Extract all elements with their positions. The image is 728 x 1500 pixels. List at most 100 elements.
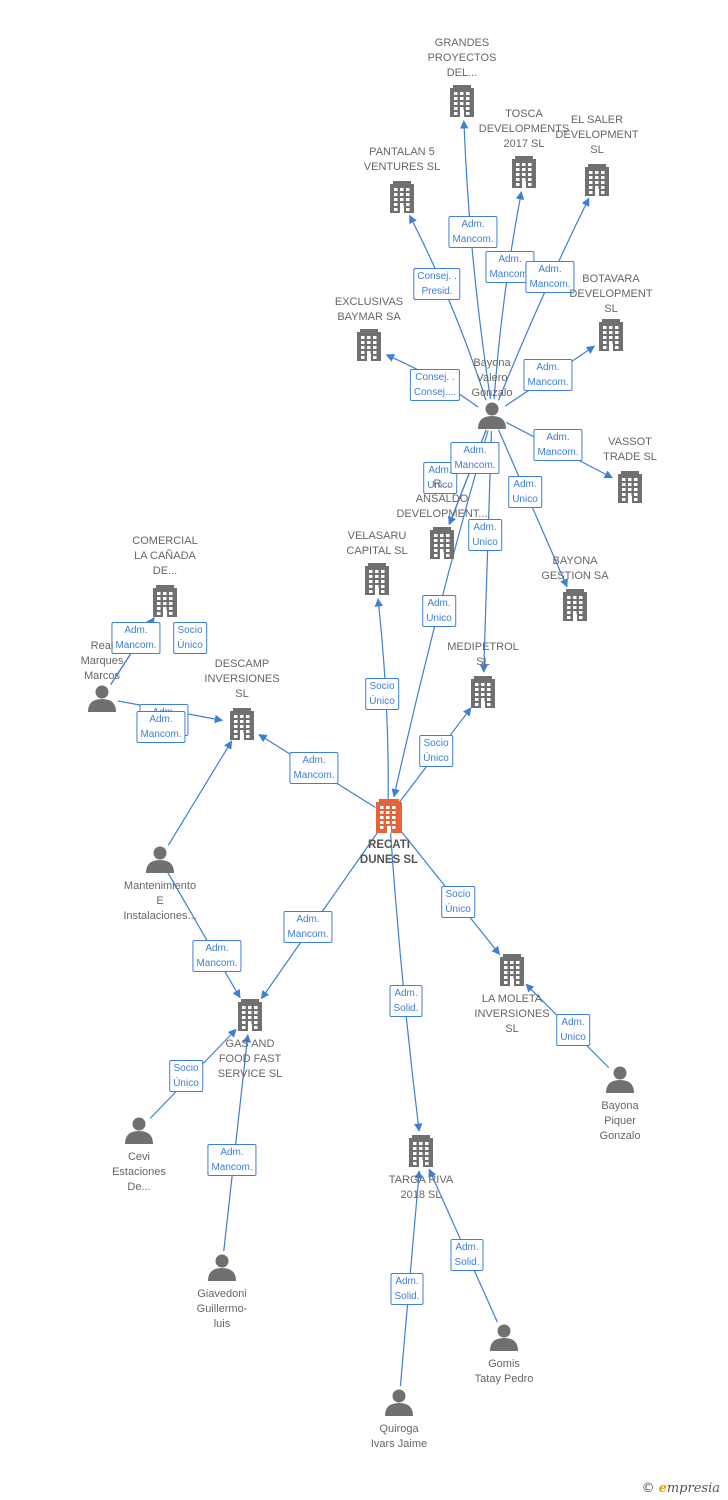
- person-icon-quiroga[interactable]: [385, 1389, 413, 1417]
- edge-role-label[interactable]: Adm.Unico: [468, 519, 502, 551]
- node-label-line: EL SALER: [570, 114, 624, 126]
- edge-role-label[interactable]: Adm.Unico: [556, 1014, 590, 1046]
- edge-role-text: Mancom.: [287, 929, 329, 940]
- edge-role-label[interactable]: Adm.Mancom.: [448, 216, 498, 248]
- node-label-line: PANTALAN 5: [369, 146, 435, 158]
- building-icon-medipetrol[interactable]: [471, 676, 495, 708]
- person-icon-mantenimiento[interactable]: [146, 846, 174, 874]
- node-label-line: TOSCA: [505, 108, 543, 120]
- node-label-line: Piquer: [604, 1115, 636, 1127]
- building-icon-bayona-gestion[interactable]: [563, 589, 587, 621]
- edge-role-label[interactable]: Adm.Mancom.: [523, 359, 573, 391]
- node-label-line: DE...: [152, 565, 178, 577]
- building-icon-la-moleta[interactable]: [500, 954, 524, 986]
- building-icon-gas-food[interactable]: [238, 999, 262, 1031]
- building-icon-elsaler[interactable]: [585, 164, 609, 196]
- edge-role-text: Socio: [173, 1063, 199, 1074]
- edge-role-text: Mancom.: [529, 279, 571, 290]
- building-icon-comercial[interactable]: [153, 585, 177, 617]
- person-icon-bayona-valero[interactable]: [478, 402, 506, 430]
- person-icon-real-marques[interactable]: [88, 685, 116, 713]
- brand-watermark[interactable]: ©empresia: [642, 1481, 720, 1496]
- edge-role-label[interactable]: Adm.Solid.: [390, 1273, 424, 1305]
- building-icon-targa[interactable]: [409, 1135, 433, 1167]
- edge-role-label[interactable]: Adm.Mancom.: [450, 442, 500, 474]
- edge-role-text: Adm.: [149, 714, 173, 725]
- node-label-line: luis: [213, 1318, 231, 1330]
- edge-role-label[interactable]: Adm.Mancom.: [111, 622, 161, 654]
- building-icon-pantalan[interactable]: [390, 181, 414, 213]
- edge-role-text: Solid.: [454, 1257, 480, 1268]
- edge-role-label[interactable]: Adm.Solid.: [389, 985, 423, 1017]
- edge-bayona-valero-to-grandes: [459, 120, 492, 400]
- person-icon-gomis[interactable]: [490, 1324, 518, 1352]
- edge-role-text: Adm.: [205, 943, 229, 954]
- node-label-line: TARGA RIVA: [388, 1174, 454, 1186]
- edge-role-label[interactable]: Adm.Mancom.: [283, 911, 333, 943]
- person-icon-bayona-piquer[interactable]: [606, 1066, 634, 1094]
- node-label-line: GAS AND: [225, 1038, 275, 1050]
- edge-role-text: Adm.: [463, 445, 487, 456]
- building-icon-botavara[interactable]: [599, 319, 623, 351]
- node-label-line: COMERCIAL: [132, 535, 198, 547]
- building-icon-ansaldo[interactable]: [430, 527, 454, 559]
- building-icon-velasaru[interactable]: [365, 563, 389, 595]
- building-icon-exclusivas[interactable]: [357, 329, 381, 361]
- building-icon-vassot[interactable]: [618, 471, 642, 503]
- edge-role-label[interactable]: Consej. .Presid.: [413, 268, 461, 300]
- edge-role-label[interactable]: Adm.Mancom.: [136, 711, 186, 743]
- building-icon-tosca[interactable]: [512, 156, 536, 188]
- edge-role-label[interactable]: Adm.Solid.: [450, 1239, 484, 1271]
- edge-role-text: Único: [423, 753, 449, 764]
- edge-role-label[interactable]: Adm.Mancom.: [525, 261, 575, 293]
- edge-role-label[interactable]: Adm.Mancom.: [192, 940, 242, 972]
- building-icon-descamp[interactable]: [230, 708, 254, 740]
- node-label-line: 2017 SL: [503, 138, 545, 150]
- building-icon-grandes[interactable]: [450, 85, 474, 117]
- person-icon-giavedoni[interactable]: [208, 1254, 236, 1282]
- edge-role-label[interactable]: Adm.Mancom.: [207, 1144, 257, 1176]
- node-label-line: DEVELOPMENT: [569, 288, 653, 300]
- node-label-line: DEL...: [446, 67, 478, 79]
- node-label-line: ANSALDO: [415, 493, 469, 505]
- edge-role-label[interactable]: Consej. .Consej....: [409, 369, 461, 401]
- node-label-line: VASSOT: [608, 436, 652, 448]
- node-label-line: MEDIPETROL: [447, 641, 519, 653]
- edge-role-label[interactable]: Adm.Unico: [508, 476, 542, 508]
- building-icon-recati[interactable]: [376, 799, 402, 833]
- person-icon-cevi[interactable]: [125, 1117, 153, 1145]
- edge-role-label[interactable]: Adm.Mancom.: [289, 752, 339, 784]
- edge-role-label[interactable]: Adm.Unico: [422, 595, 456, 627]
- edge-role-label[interactable]: Adm.Mancom.: [533, 429, 583, 461]
